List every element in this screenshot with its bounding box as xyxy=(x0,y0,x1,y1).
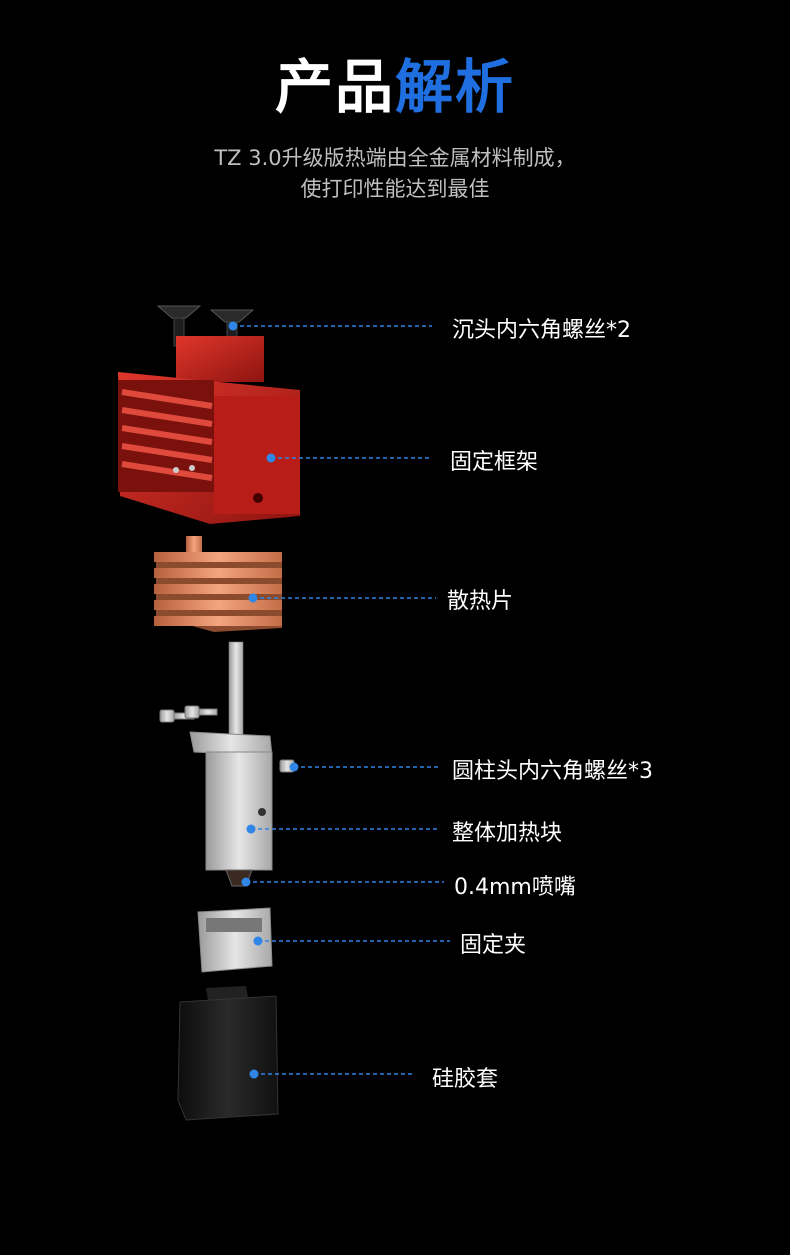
heater-block-icon xyxy=(189,641,273,871)
heatsink-icon xyxy=(154,536,282,632)
callout-lines xyxy=(228,321,450,1079)
callout-dot-7 xyxy=(249,1069,259,1079)
callout-dot-2 xyxy=(248,593,258,603)
subtitle: TZ 3.0升级版热端由全金属材料制成， 使打印性能达到最佳 xyxy=(0,143,790,205)
label-countersunk-screw: 沉头内六角螺丝*2 xyxy=(452,318,631,343)
label-heater-block: 整体加热块 xyxy=(452,821,563,846)
subtitle-line-1: TZ 3.0升级版热端由全金属材料制成， xyxy=(214,146,576,170)
label-nozzle: 0.4mm喷嘴 xyxy=(454,875,576,900)
cap-screw-icon xyxy=(159,705,295,773)
clip-icon xyxy=(197,907,273,973)
callout-dot-3 xyxy=(289,762,299,772)
title-accent: 解析 xyxy=(395,53,516,121)
label-heatsink: 散热片 xyxy=(447,589,514,614)
label-frame: 固定框架 xyxy=(450,450,539,475)
callout-dot-4 xyxy=(246,824,256,834)
callout-dot-6 xyxy=(253,936,263,946)
frame-icon xyxy=(118,336,300,524)
silicone-sock-icon xyxy=(177,986,279,1121)
callout-dot-0 xyxy=(228,321,238,331)
callout-dot-1 xyxy=(266,453,276,463)
callout-dot-5 xyxy=(241,877,251,887)
label-cap-screw: 圆柱头内六角螺丝*3 xyxy=(452,759,653,784)
subtitle-line-2: 使打印性能达到最佳 xyxy=(300,177,490,201)
label-silicone-sock: 硅胶套 xyxy=(432,1067,499,1092)
title-main: 产品 xyxy=(274,53,395,121)
label-clip: 固定夹 xyxy=(460,933,527,958)
countersunk-screw-icon xyxy=(156,305,255,353)
page-title: 产品解析 xyxy=(0,40,790,124)
